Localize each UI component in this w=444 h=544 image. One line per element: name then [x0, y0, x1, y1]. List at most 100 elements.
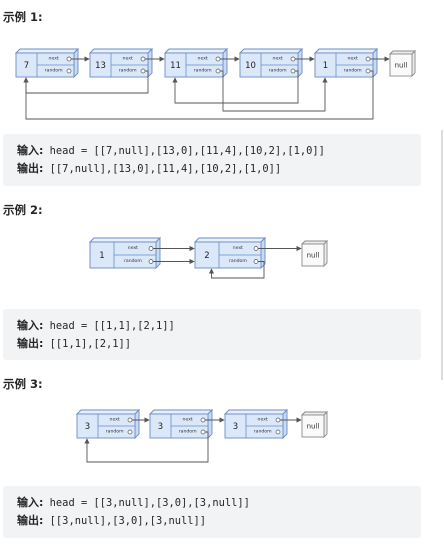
example-2-output: [[1,1],[2,1]]: [49, 338, 131, 350]
input-label: 输入:: [17, 496, 44, 509]
next-pointer-dot: [365, 56, 371, 62]
random-arrow: [23, 70, 374, 120]
next-pointer-dot: [148, 246, 154, 251]
next-label: next: [49, 55, 59, 61]
node-value: 3: [158, 422, 163, 432]
node-value: 2: [204, 251, 209, 261]
random-arrow: [172, 70, 299, 104]
next-label: next: [198, 55, 208, 61]
node-side-face: [73, 47, 79, 79]
next-pointer-dot: [215, 56, 221, 62]
node-top-face: [75, 409, 141, 415]
output-label: 输出:: [17, 162, 44, 175]
null-top-face: [300, 411, 329, 416]
null-face: [301, 243, 325, 267]
next-pointer-dot: [140, 56, 146, 62]
node-top-face: [313, 48, 379, 54]
node-top-face: [223, 409, 289, 415]
random-pointer-dot: [253, 259, 259, 264]
random-pointer-dot: [290, 68, 296, 74]
node-side-face: [372, 47, 378, 79]
random-arrow: [220, 70, 328, 112]
node-value: 7: [24, 61, 29, 71]
null-box: null: [388, 49, 417, 78]
example-2-title: 示例 2:: [3, 203, 43, 217]
output-label: 输出:: [17, 337, 44, 350]
random-label: random: [194, 67, 212, 73]
next-label: next: [128, 245, 138, 251]
node-value: 3: [85, 422, 90, 432]
null-label: null: [307, 252, 320, 260]
next-pointer-dot: [200, 417, 206, 423]
random-label: random: [269, 67, 287, 73]
null-label: null: [395, 62, 408, 70]
null-face: [301, 414, 325, 438]
node-side-face: [222, 47, 228, 79]
node-value: 13: [95, 61, 106, 71]
random-label: random: [179, 428, 197, 434]
random-label: random: [254, 428, 272, 434]
random-arrow: [208, 261, 265, 279]
node-side-face: [297, 47, 303, 79]
null-side-face: [411, 49, 416, 78]
random-label: random: [45, 67, 63, 73]
random-pointer-dot: [148, 259, 154, 264]
node-top-face: [163, 48, 229, 54]
random-pointer-dot: [365, 68, 371, 74]
node-top-face: [148, 409, 214, 415]
next-label: next: [233, 245, 243, 251]
example-1-output: [[7,null],[13,0],[11,4],[10,2],[1,0]]: [49, 163, 282, 175]
random-label: random: [106, 428, 124, 434]
example-3-code-block: 输入: head = [[3,null],[3,0],[3,null]] 输出:…: [3, 486, 421, 538]
scrollbar[interactable]: [441, 130, 443, 380]
node-top-face: [238, 48, 304, 54]
list-node: 3 next random: [148, 408, 214, 440]
null-side-face: [323, 239, 328, 268]
random-label: random: [229, 258, 247, 264]
next-pointer-dot: [127, 417, 133, 423]
next-label: next: [123, 55, 133, 61]
node-side-face: [134, 408, 140, 440]
example-3-output-line: 输出: [[3,null],[3,0],[3,null]]: [17, 512, 421, 530]
node-top-face: [88, 237, 162, 243]
example-1-code-block: 输入: head = [[7,null],[13,0],[11,4],[10,2…: [3, 134, 421, 186]
random-pointer-dot: [215, 68, 221, 74]
example-1-title: 示例 1:: [3, 10, 43, 24]
random-arrow: [84, 431, 209, 463]
list-node: 7 next random: [14, 47, 80, 79]
random-pointer-dot: [275, 429, 281, 435]
null-box: null: [300, 239, 329, 268]
example-2-output-line: 输出: [[1,1],[2,1]]: [17, 335, 421, 353]
random-pointer-dot: [127, 429, 133, 435]
random-pointer-dot: [66, 68, 72, 74]
next-label: next: [183, 416, 193, 422]
node-value: 1: [99, 251, 104, 261]
example-2-input-line: 输入: head = [[1,1],[2,1]]: [17, 317, 421, 335]
random-pointer-dot: [200, 429, 206, 435]
node-top-face: [193, 237, 267, 243]
null-side-face: [323, 410, 328, 439]
node-value: 10: [245, 61, 256, 71]
random-label: random: [119, 67, 137, 73]
example-3-input: head = [[3,null],[3,0],[3,null]]: [49, 497, 250, 509]
node-top-face: [88, 48, 154, 54]
node-side-face: [207, 408, 213, 440]
list-node: 10 next random: [238, 47, 304, 79]
next-pointer-dot: [275, 417, 281, 423]
input-label: 输入:: [17, 319, 44, 332]
input-label: 输入:: [17, 144, 44, 157]
example-2-code-block: 输入: head = [[1,1],[2,1]] 输出: [[1,1],[2,1…: [3, 309, 421, 360]
null-label: null: [307, 423, 320, 431]
example-3-output: [[3,null],[3,0],[3,null]]: [49, 515, 207, 527]
list-node: 2 next random: [193, 236, 267, 270]
next-pointer-dot: [66, 56, 72, 62]
output-label: 输出:: [17, 514, 44, 527]
next-pointer-dot: [253, 246, 259, 251]
next-label: next: [273, 55, 283, 61]
